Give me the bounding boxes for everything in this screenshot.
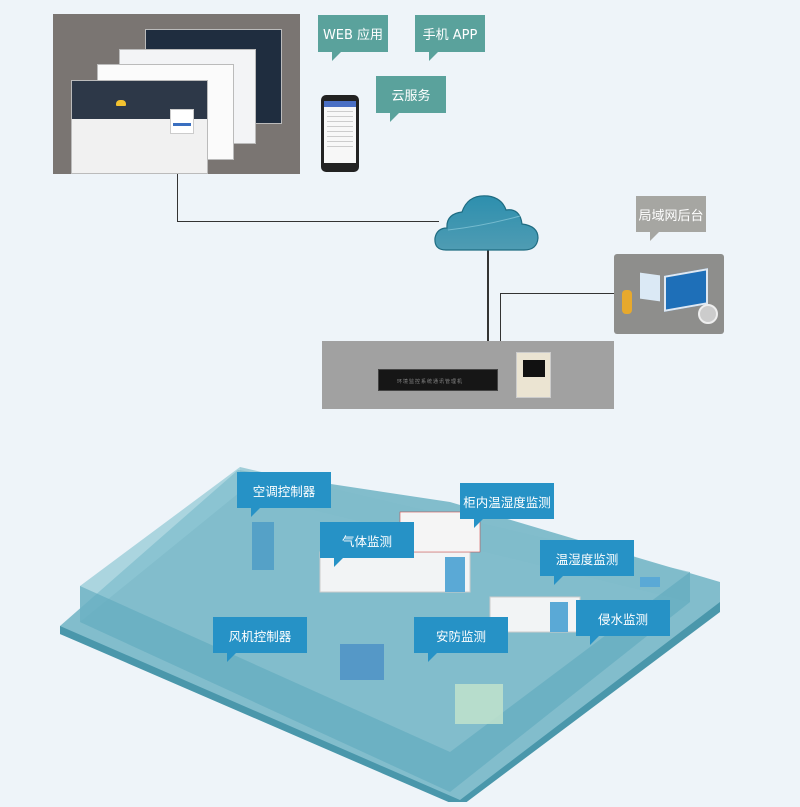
label-cabinet-temp-humidity: 柜内温湿度监测 xyxy=(460,483,554,528)
label-gas-monitoring: 气体监测 xyxy=(320,522,414,567)
lan-backend-illustration xyxy=(614,254,724,334)
person-icon xyxy=(622,290,632,314)
callout-lan-backend: 局域网后台 xyxy=(636,196,706,241)
equipment-panel: 环境监控系统通讯管理机 xyxy=(322,341,614,409)
water-sensor xyxy=(640,577,660,587)
gear-icon xyxy=(698,304,718,324)
fan-unit xyxy=(340,644,384,680)
document-icon xyxy=(640,272,660,302)
connector-line xyxy=(500,293,615,294)
communication-manager-rack: 环境监控系统通讯管理机 xyxy=(378,369,498,391)
cabinet-accent xyxy=(445,557,465,592)
label-security-monitoring: 安防监测 xyxy=(414,617,508,662)
controller-panel xyxy=(516,352,551,398)
connector-line xyxy=(177,174,178,222)
connector-line xyxy=(177,221,439,222)
mobile-phone-icon xyxy=(321,95,359,172)
callout-cloud-service: 云服务 xyxy=(376,76,446,122)
room-wall-back-left xyxy=(80,467,240,622)
web-app-screens-panel xyxy=(53,14,300,174)
room-wall-front-left xyxy=(80,586,450,792)
label-temp-humidity: 温湿度监测 xyxy=(540,540,634,585)
connector-line xyxy=(487,250,489,341)
label-water-leak: 侵水监测 xyxy=(576,600,670,645)
cloud-logo-icon xyxy=(116,100,126,106)
connector-line xyxy=(500,293,501,341)
label-fan-controller: 风机控制器 xyxy=(213,617,307,662)
login-box xyxy=(170,109,194,134)
cabinet-accent xyxy=(550,602,568,632)
callout-mobile-app: 手机 APP xyxy=(415,15,485,61)
screen-login xyxy=(71,80,208,174)
callout-web-app: WEB 应用 xyxy=(318,15,388,61)
security-unit xyxy=(455,684,503,724)
label-ac-controller: 空调控制器 xyxy=(237,472,331,517)
ac-unit xyxy=(252,522,274,570)
cloud-icon xyxy=(434,195,539,251)
